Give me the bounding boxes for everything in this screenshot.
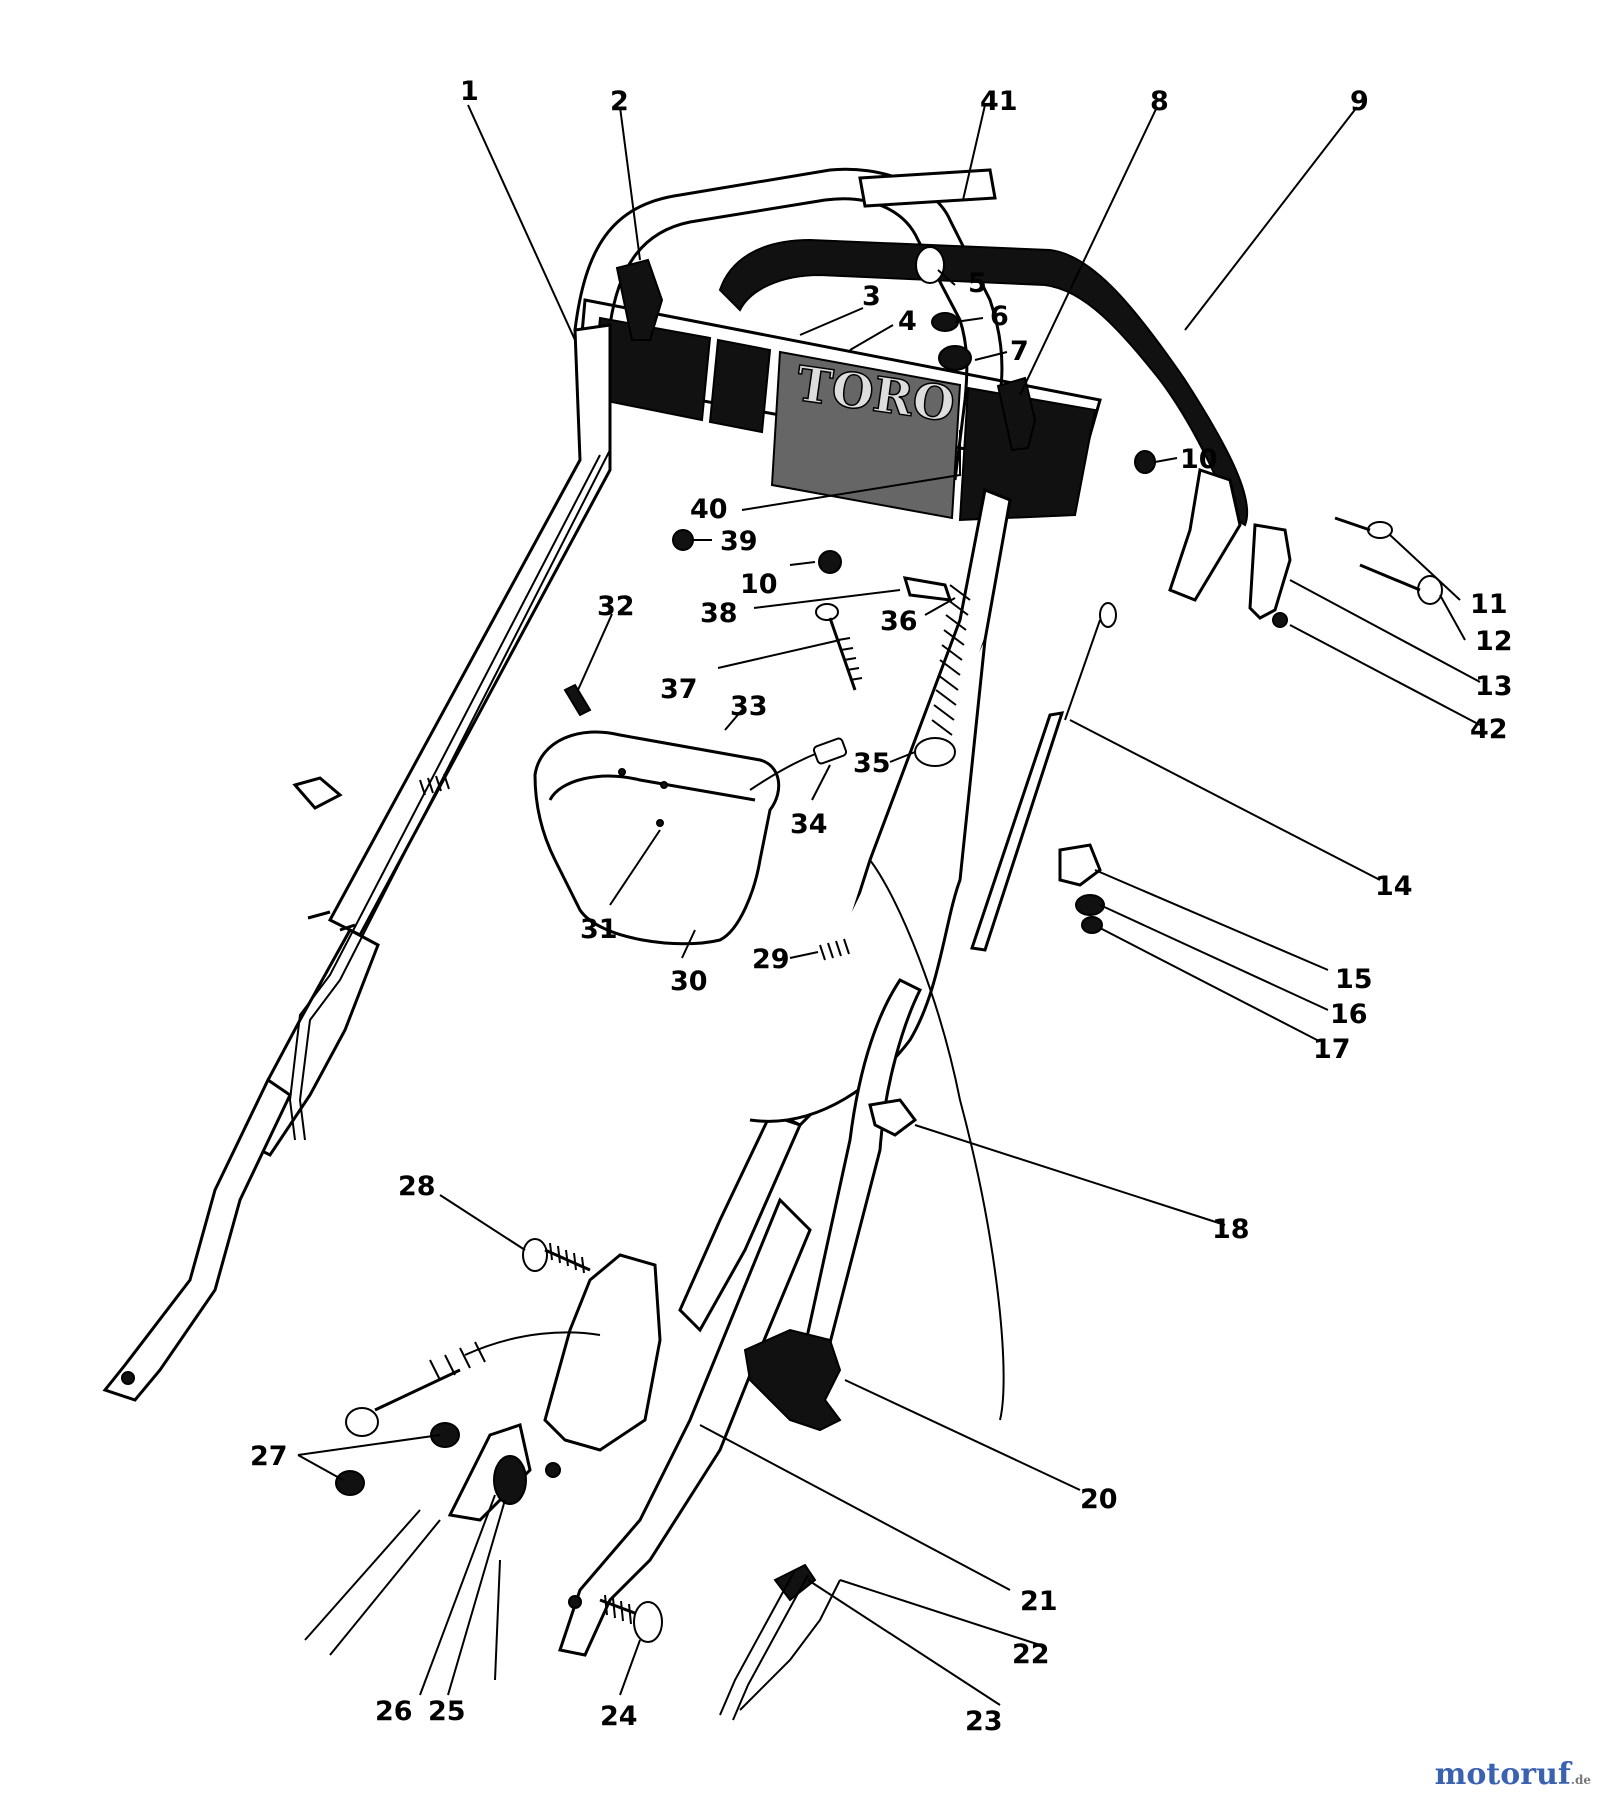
label-32: 32 — [597, 591, 635, 622]
label-24: 24 — [600, 1701, 638, 1732]
spring-36 — [931, 584, 971, 736]
label-15: 15 — [1335, 964, 1373, 995]
handle-grip — [718, 238, 1249, 527]
label-22: 22 — [1012, 1639, 1050, 1670]
connector-34 — [812, 737, 848, 765]
label-2: 2 — [610, 86, 629, 117]
label-30: 30 — [670, 966, 708, 997]
label-16: 16 — [1330, 999, 1368, 1030]
label-27: 27 — [250, 1441, 288, 1472]
wing-clip-left — [292, 776, 343, 810]
label-13: 13 — [1475, 671, 1513, 702]
label-28: 28 — [398, 1171, 436, 1202]
label-42: 42 — [1470, 714, 1508, 745]
label-18: 18 — [1212, 1214, 1250, 1245]
label-35: 35 — [853, 748, 891, 779]
control-knob-left — [615, 258, 664, 341]
part-number-labels: 1 2 41 8 9 3 4 5 6 7 10 40 39 10 38 36 1… — [250, 76, 1513, 1737]
label-14: 14 — [1375, 871, 1413, 902]
washer-6 — [931, 312, 959, 332]
clip-18 — [868, 1098, 918, 1137]
bolt-11 — [1334, 516, 1393, 539]
lower-bracket — [543, 1253, 662, 1452]
bolt-12 — [1359, 563, 1443, 605]
control-cable — [869, 859, 1005, 1421]
nut-7 — [938, 345, 972, 371]
clip-15 — [1058, 843, 1102, 887]
left-cable — [298, 449, 611, 1141]
bolt-37 — [815, 603, 863, 691]
nut-27a — [430, 1422, 460, 1448]
label-39: 39 — [720, 526, 758, 557]
label-25: 25 — [428, 1696, 466, 1727]
label-26: 26 — [375, 1696, 413, 1727]
spring-29 — [819, 938, 850, 961]
label-40: 40 — [690, 494, 728, 525]
label-23: 23 — [965, 1706, 1003, 1737]
label-9: 9 — [1350, 86, 1369, 117]
bolt-28 — [522, 1238, 591, 1274]
watermark: motoruf.de — [1435, 1757, 1591, 1792]
spring-left — [419, 773, 450, 796]
fitting-38 — [902, 576, 953, 602]
eye-bolt — [345, 1331, 601, 1437]
label-20: 20 — [1080, 1484, 1118, 1515]
clip-5 — [915, 246, 945, 284]
battery-box — [533, 730, 781, 946]
label-41: 41 — [980, 86, 1018, 117]
watermark-suffix: .de — [1570, 1773, 1591, 1787]
label-17: 17 — [1313, 1034, 1351, 1065]
label-7: 7 — [1010, 336, 1029, 367]
label-11: 11 — [1470, 589, 1508, 620]
label-10-upper: 10 — [1180, 444, 1218, 475]
link-13 — [1248, 523, 1292, 620]
label-8: 8 — [1150, 86, 1169, 117]
spring-32 — [563, 683, 592, 717]
label-37: 37 — [660, 674, 698, 705]
control-knob-right — [996, 376, 1037, 452]
label-33: 33 — [730, 691, 768, 722]
bolt-24 — [599, 1594, 663, 1643]
nut-10-right — [1134, 450, 1156, 474]
right-side-tube — [558, 487, 1012, 1657]
watermark-text: motoruf — [1434, 1757, 1571, 1792]
nut-27b — [335, 1470, 365, 1496]
label-4: 4 — [898, 306, 917, 337]
label-1: 1 — [460, 76, 479, 107]
washer-16 — [1075, 894, 1105, 916]
label-38: 38 — [700, 598, 738, 629]
leader-lines — [297, 104, 1481, 1706]
control-knob-20 — [743, 1328, 842, 1432]
label-10-lower: 10 — [740, 569, 778, 600]
label-5: 5 — [968, 268, 987, 299]
rod-14 — [970, 711, 1065, 952]
label-34: 34 — [790, 809, 828, 840]
label-12: 12 — [1475, 626, 1513, 657]
bracket-right — [1168, 468, 1242, 602]
label-3: 3 — [862, 281, 881, 312]
label-21: 21 — [1020, 1586, 1058, 1617]
nut-10-left — [818, 550, 842, 574]
left-side-tube — [102, 323, 612, 1402]
label-31: 31 — [580, 914, 618, 945]
label-6: 6 — [990, 301, 1009, 332]
bushing-25 — [493, 1455, 527, 1505]
nut-17 — [1081, 916, 1103, 934]
control-panel: TORO — [576, 298, 1102, 522]
label-36: 36 — [880, 606, 918, 637]
label-29: 29 — [752, 944, 790, 975]
